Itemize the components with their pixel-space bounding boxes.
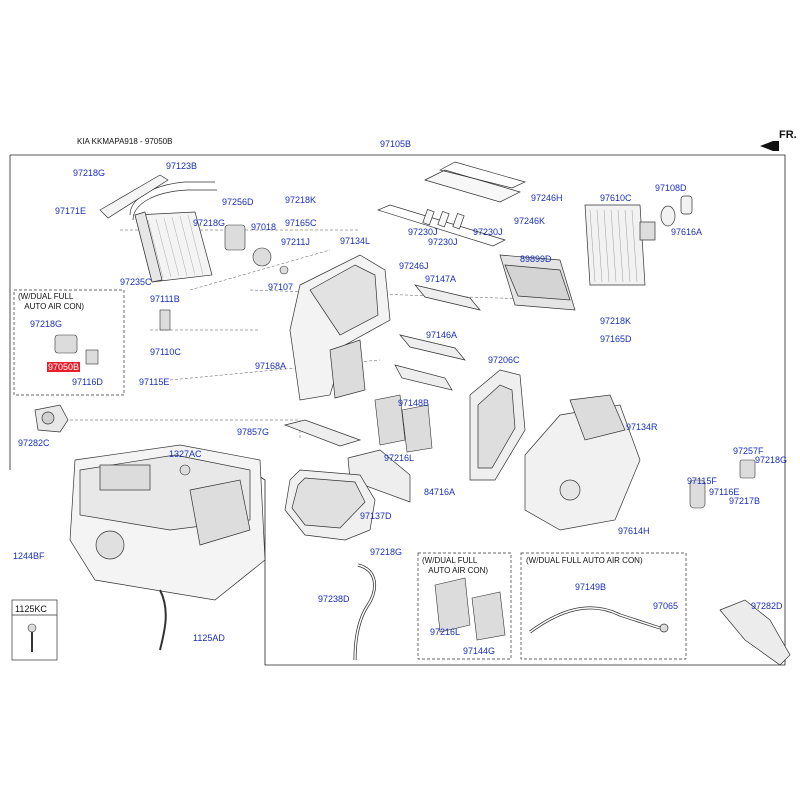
part-label[interactable]: 97149B (575, 582, 607, 592)
inset-header-mid: (W/DUAL FULL AUTO AIR CON) (422, 556, 489, 575)
part-label[interactable]: 84716A (424, 487, 456, 497)
part-label[interactable]: 97146A (426, 330, 458, 340)
part-label[interactable]: 97256D (222, 197, 254, 207)
part-label[interactable]: 97111B (150, 294, 180, 304)
part-label[interactable]: 89899D (520, 254, 552, 264)
part-label[interactable]: 97216L (430, 627, 461, 637)
highlighted-part-label[interactable]: 97050B (47, 362, 81, 372)
part-label[interactable]: 97218G (755, 455, 788, 465)
part-label[interactable]: 97218K (600, 316, 632, 326)
diagram-title: KIA KKMAPA918 - 97050B (77, 137, 173, 146)
part-label[interactable]: 97168A (255, 361, 287, 371)
part-label[interactable]: 97115E (139, 377, 170, 387)
part-label[interactable]: 97257F (733, 446, 764, 456)
part-label[interactable]: 97235C (120, 277, 152, 287)
part-label[interactable]: 97610C (600, 193, 632, 203)
inset-header-left: (W/DUAL FULL AUTO AIR CON) (18, 292, 85, 311)
part-label[interactable]: 97123B (166, 161, 198, 171)
part-label[interactable]: 97108D (655, 183, 687, 193)
part-label[interactable]: 97216L (384, 453, 415, 463)
part-label[interactable]: 97206C (488, 355, 520, 365)
part-label[interactable]: 97230J (408, 227, 438, 237)
part-label[interactable]: 97616A (671, 227, 703, 237)
part-label[interactable]: 97018 (251, 222, 277, 232)
part-label[interactable]: 97218K (285, 195, 317, 205)
part-label[interactable]: 97107 (268, 282, 294, 292)
part-label[interactable]: 97144G (463, 646, 496, 656)
part-label[interactable]: 97282D (751, 601, 783, 611)
part-label[interactable]: 1125AD (193, 633, 225, 643)
part-label[interactable]: 97165C (285, 218, 317, 228)
part-label[interactable]: 97105B (380, 139, 412, 149)
part-label[interactable]: 97116E (709, 487, 740, 497)
part-label[interactable]: 97147A (425, 274, 457, 284)
part-label[interactable]: 97065 (653, 601, 679, 611)
part-label[interactable]: 97218G (370, 547, 403, 557)
front-indicator: FR. (779, 129, 797, 141)
part-label[interactable]: 97246J (399, 261, 429, 271)
part-label[interactable]: 97110C (150, 347, 181, 357)
part-label[interactable]: 97218G (73, 168, 106, 178)
part-label[interactable]: 97238D (318, 594, 350, 604)
part-label[interactable]: 1244BF (13, 551, 45, 561)
part-label[interactable]: 97148B (398, 398, 430, 408)
part-label[interactable]: 97134L (340, 236, 371, 246)
part-label[interactable]: 97115F (687, 476, 717, 486)
part-label[interactable]: 97171E (55, 206, 87, 216)
part-label[interactable]: 97246K (514, 216, 546, 226)
part-label[interactable]: 97230J (428, 237, 458, 247)
part-label[interactable]: 97211J (281, 237, 310, 247)
part-label[interactable]: 97134R (626, 422, 658, 432)
part-label[interactable]: 97116D (72, 377, 103, 387)
inset-header-right: (W/DUAL FULL AUTO AIR CON) (526, 556, 643, 565)
part-label[interactable]: 97246H (531, 193, 563, 203)
part-label[interactable]: 97614H (618, 526, 650, 536)
part-label[interactable]: 97218G (30, 319, 63, 329)
part-label[interactable]: 97230J (473, 227, 503, 237)
part-label[interactable]: 97217B (729, 496, 761, 506)
part-label[interactable]: 97218G (193, 218, 226, 228)
part-label[interactable]: 97137D (360, 511, 392, 521)
part-label[interactable]: 97857G (237, 427, 270, 437)
part-label[interactable]: 97165D (600, 334, 632, 344)
part-label[interactable]: 97282C (18, 438, 50, 448)
part-label[interactable]: 1125KC (15, 604, 47, 614)
part-label[interactable]: 1327AC (169, 449, 202, 459)
